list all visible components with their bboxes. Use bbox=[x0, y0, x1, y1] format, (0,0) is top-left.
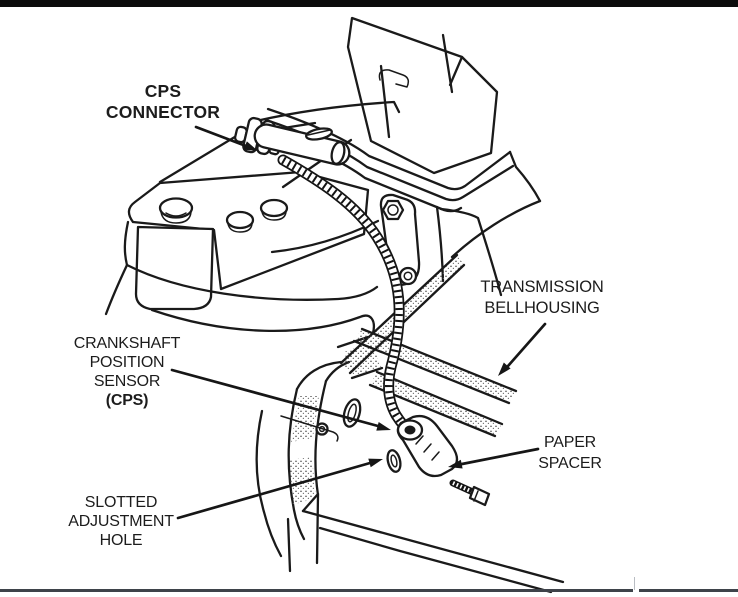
label-line: SENSOR bbox=[93, 373, 161, 390]
label-line: HOLE bbox=[99, 532, 143, 549]
label-line: (CPS) bbox=[105, 392, 149, 409]
label-line: BELLHOUSING bbox=[484, 299, 600, 317]
cps-harness-cable bbox=[277, 154, 416, 438]
label-line: TRANSMISSION bbox=[480, 278, 604, 296]
mounting-bolt bbox=[449, 479, 491, 507]
engine-bracket bbox=[379, 193, 421, 286]
label-line: POSITION bbox=[89, 354, 165, 371]
label-line: SPACER bbox=[538, 454, 602, 472]
cps-sensor bbox=[386, 414, 459, 478]
label-line: ADJUSTMENT bbox=[68, 513, 174, 530]
label-paper-spacer: PAPER SPACER bbox=[520, 433, 620, 474]
page-top-rule bbox=[0, 0, 738, 7]
label-transmission-bellhousing: TRANSMISSION BELLHOUSING bbox=[457, 277, 627, 319]
cps-connector-drawing bbox=[233, 116, 351, 166]
label-slotted-adjustment-hole: SLOTTED ADJUSTMENT HOLE bbox=[46, 493, 196, 550]
valve-cover bbox=[346, 16, 499, 175]
label-line: CPS bbox=[144, 81, 182, 101]
crossmember-frame bbox=[286, 492, 565, 594]
label-line: PAPER bbox=[543, 434, 597, 451]
label-line: CRANKSHAFT bbox=[73, 335, 181, 352]
label-line: CONNECTOR bbox=[105, 102, 221, 122]
label-crankshaft-position-sensor: CRANKSHAFT POSITION SENSOR (CPS) bbox=[52, 334, 202, 410]
label-cps-connector: CPS CONNECTOR bbox=[78, 81, 248, 123]
slotted-adjustment-hole-drawing bbox=[386, 449, 402, 473]
label-line: SLOTTED bbox=[84, 494, 158, 511]
engine-mount-platform bbox=[104, 170, 379, 335]
page-bottom-rule bbox=[639, 589, 738, 592]
bellhousing-struts bbox=[339, 253, 518, 438]
page-rule-tick bbox=[634, 577, 635, 590]
page-bottom-rule bbox=[0, 589, 633, 592]
leader-arrows bbox=[170, 125, 547, 520]
bellhousing-flange bbox=[255, 335, 384, 565]
